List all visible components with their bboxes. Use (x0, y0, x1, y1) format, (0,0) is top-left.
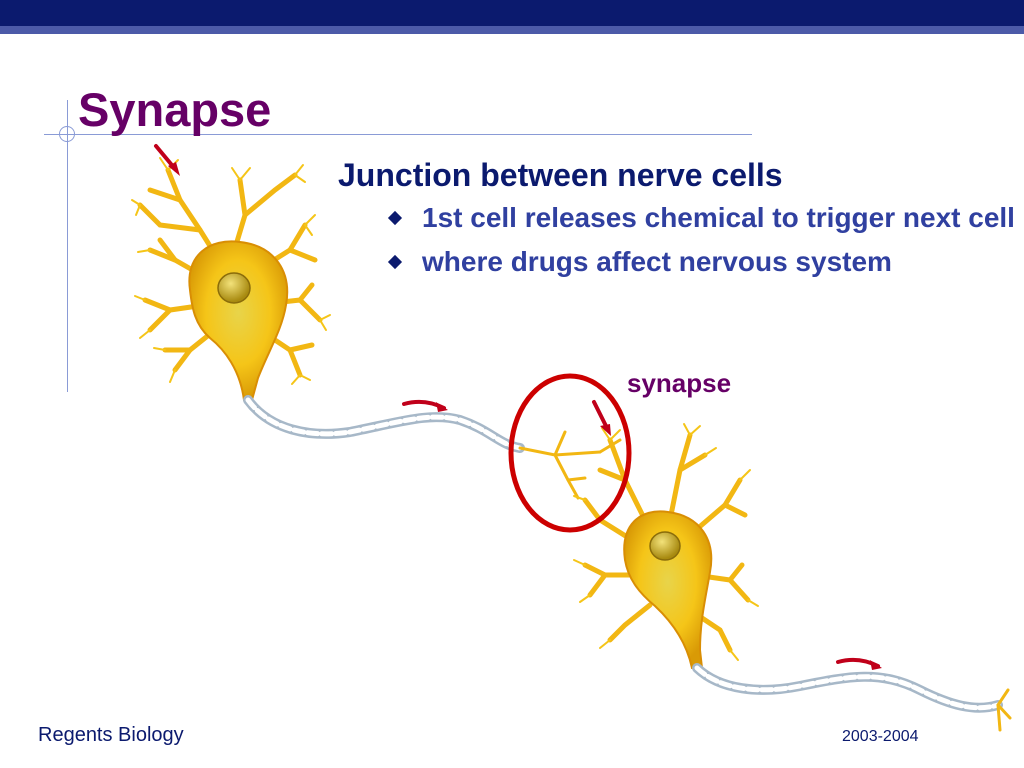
footer-course: Regents Biology (38, 724, 184, 746)
synapse-highlight-circle (508, 373, 632, 533)
synapse-label: synapse (627, 368, 732, 398)
neuron-1-nucleus (217, 272, 251, 304)
neuron-2-dendrite-twigs (573, 423, 759, 661)
sub-point: 1st cell releases chemical to trigger ne… (387, 201, 1022, 235)
signal-arrowheads (168, 162, 882, 670)
guide-circle-icon (59, 126, 75, 142)
neuron-2-nucleus (649, 531, 681, 561)
vertical-guide-line (67, 100, 68, 392)
neuron-1-cell-body (188, 240, 289, 401)
diamond-bullet-icon (387, 255, 403, 270)
neuron-2-myelin (694, 665, 1001, 711)
sub-point: where drugs affect nervous system (387, 245, 1022, 279)
header-stripe (0, 26, 1024, 34)
main-point: Junction between nerve cells (338, 157, 783, 193)
footer-year: 2003-2004 (842, 728, 919, 745)
neuron-2-axon-terminals (996, 688, 1012, 732)
axon-terminals (518, 430, 622, 500)
title-guide-line (44, 134, 752, 135)
sub-point-list: 1st cell releases chemical to trigger ne… (338, 201, 1018, 279)
neuron-2-cell-body (623, 510, 713, 669)
header-bar (0, 0, 1024, 26)
slide-title: Synapse (78, 83, 272, 136)
neuron-1-dendrite-twigs (131, 157, 331, 385)
neuron-1-myelin (245, 397, 523, 451)
sub-point-text: 1st cell releases chemical to trigger ne… (422, 202, 1015, 234)
sub-point-text: where drugs affect nervous system (422, 246, 892, 278)
diamond-bullet-icon (387, 211, 403, 226)
slide-content: Junction between nerve cells 1st cell re… (338, 157, 1018, 289)
